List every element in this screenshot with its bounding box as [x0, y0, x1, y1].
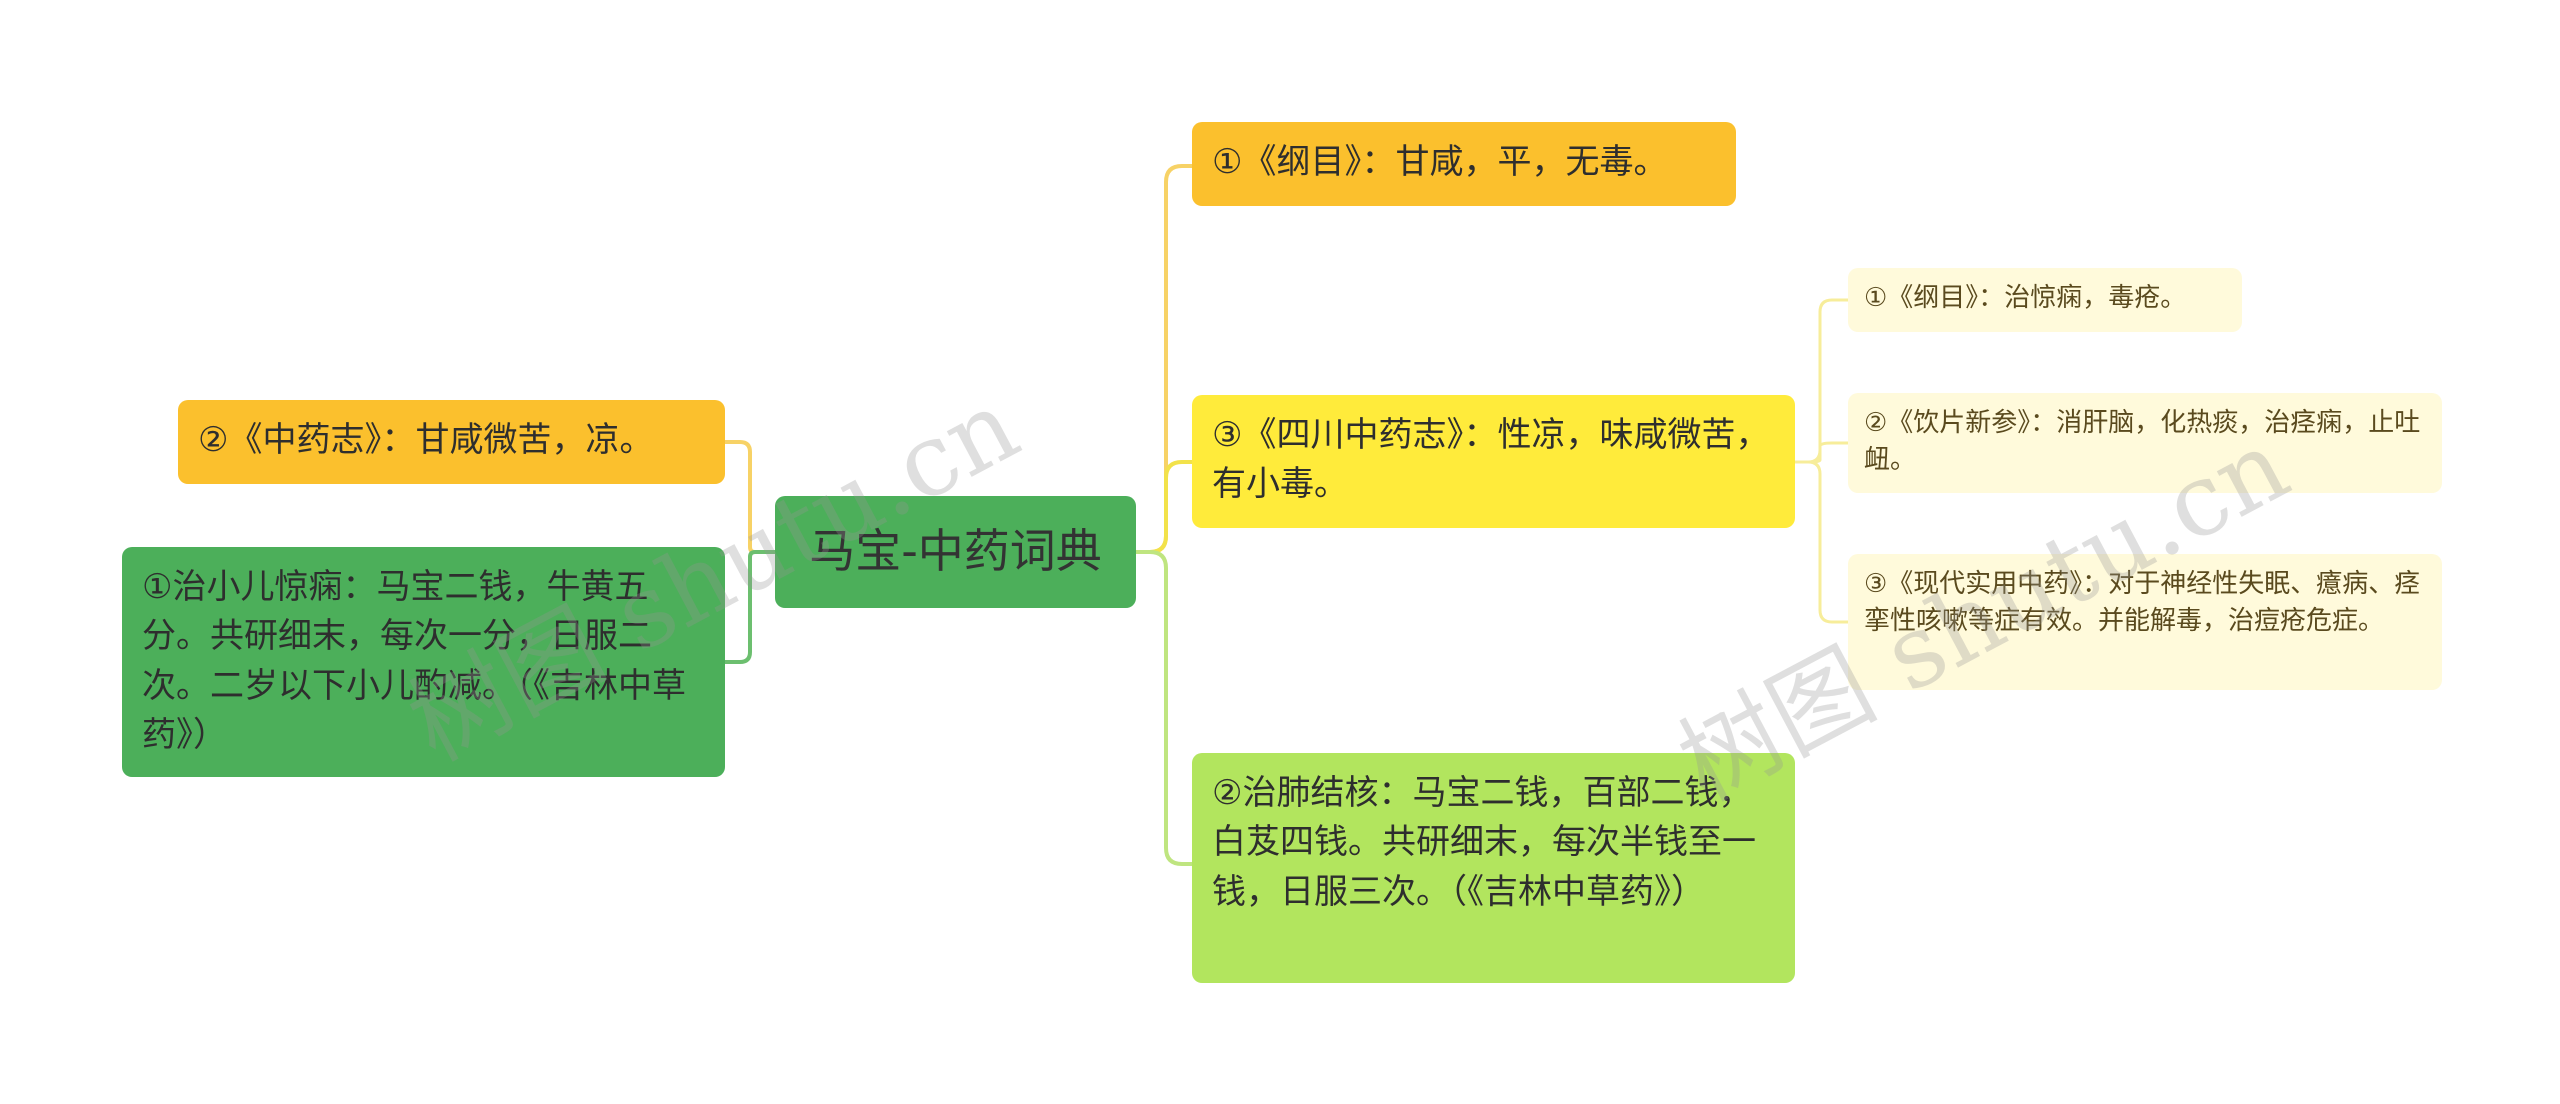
left-branch-zhongyaozhi[interactable]: ②《中药志》：甘咸微苦，凉。 [178, 400, 725, 484]
leaf-xiandai-shiyong-label: ③《现代实用中药》：对于神经性失眠、癔病、痉挛性咳嗽等症有效。并能解毒，治痘疮危… [1864, 569, 2421, 636]
right-branch-sichuan[interactable]: ③《四川中药志》：性凉，味咸微苦，有小毒。 [1192, 395, 1795, 528]
leaf-yinpian-xincan[interactable]: ②《饮片新参》：消肝脑，化热痰，治痉痫，止吐衄。 [1848, 393, 2442, 493]
connector-r2-leaf1 [1795, 298, 1848, 464]
left-branch-zhongyaozhi-label: ②《中药志》：甘咸微苦，凉。 [198, 420, 654, 460]
left-branch-xiaoer-jingxian-label: ①治小儿惊痫：马宝二钱，牛黄五分。共研细末，每次一分，日服二次。二岁以下小儿酌减… [142, 567, 686, 755]
right-branch-feijiehe[interactable]: ②治肺结核：马宝二钱，百部二钱，白芨四钱。共研细末，每次半钱至一钱，日服三次。（… [1192, 753, 1795, 983]
right-branch-gangmu-label: ①《纲目》：甘咸，平，无毒。 [1212, 142, 1668, 182]
right-branch-feijiehe-label: ②治肺结核：马宝二钱，百部二钱，白芨四钱。共研细末，每次半钱至一钱，日服三次。（… [1212, 773, 1756, 912]
leaf-yinpian-xincan-label: ②《饮片新参》：消肝脑，化热痰，治痉痫，止吐衄。 [1864, 408, 2421, 475]
root-label: 马宝-中药词典 [809, 524, 1102, 579]
connector-root-left1 [725, 440, 775, 554]
connector-root-right3 [1136, 550, 1192, 866]
connector-r2-leaf3 [1795, 460, 1848, 624]
leaf-gangmu-jingxian-label: ①《纲目》：治惊痫，毒疮。 [1864, 283, 2187, 313]
leaf-gangmu-jingxian[interactable]: ①《纲目》：治惊痫，毒疮。 [1848, 268, 2242, 332]
leaf-xiandai-shiyong[interactable]: ③《现代实用中药》：对于神经性失眠、癔病、痉挛性咳嗽等症有效。并能解毒，治痘疮危… [1848, 554, 2442, 690]
connector-root-left2 [725, 550, 775, 664]
right-branch-gangmu[interactable]: ①《纲目》：甘咸，平，无毒。 [1192, 122, 1736, 206]
connector-r2-leaf2 [1795, 441, 1848, 464]
root-node[interactable]: 马宝-中药词典 [775, 496, 1136, 608]
right-branch-sichuan-label: ③《四川中药志》：性凉，味咸微苦，有小毒。 [1212, 415, 1770, 505]
left-branch-xiaoer-jingxian[interactable]: ①治小儿惊痫：马宝二钱，牛黄五分。共研细末，每次一分，日服二次。二岁以下小儿酌减… [122, 547, 725, 777]
